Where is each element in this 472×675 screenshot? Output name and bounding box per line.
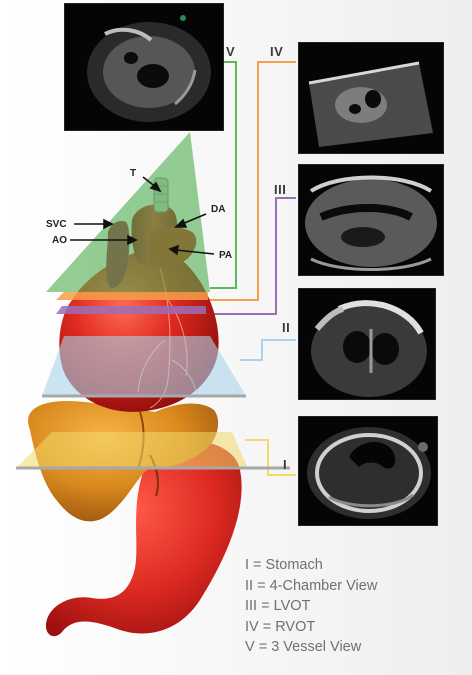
marker-iii: III	[274, 182, 286, 197]
plane-iv	[56, 292, 208, 300]
connector-ii	[240, 340, 296, 360]
legend-item: III = LVOT	[245, 596, 377, 617]
ultrasound-image-iv	[298, 42, 444, 154]
legend-item: V = 3 Vessel View	[245, 637, 377, 658]
label-pa: PA	[219, 250, 232, 261]
label-svc: SVC	[46, 219, 67, 230]
ultrasound-image-v	[64, 3, 224, 131]
label-t: T	[130, 168, 136, 179]
marker-ii: II	[282, 320, 290, 335]
ultrasound-image-ii	[298, 288, 436, 400]
marker-v: V	[226, 44, 235, 59]
plane-v	[46, 132, 210, 292]
legend-item: II = 4-Chamber View	[245, 576, 377, 597]
plane-i	[16, 432, 248, 468]
plane-iii	[56, 306, 206, 314]
connector-i	[245, 440, 296, 475]
marker-i: I	[283, 457, 287, 472]
connector-iii	[203, 198, 296, 314]
label-ao: AO	[52, 235, 67, 246]
plane-ii	[42, 336, 246, 396]
legend-item: I = Stomach	[245, 555, 377, 576]
ultrasound-image-i	[298, 416, 438, 526]
label-da: DA	[211, 204, 225, 215]
marker-iv: IV	[270, 44, 283, 59]
legend-item: IV = RVOT	[245, 617, 377, 638]
legend: I = Stomach II = 4-Chamber View III = LV…	[245, 555, 377, 658]
ultrasound-image-iii	[298, 164, 444, 276]
